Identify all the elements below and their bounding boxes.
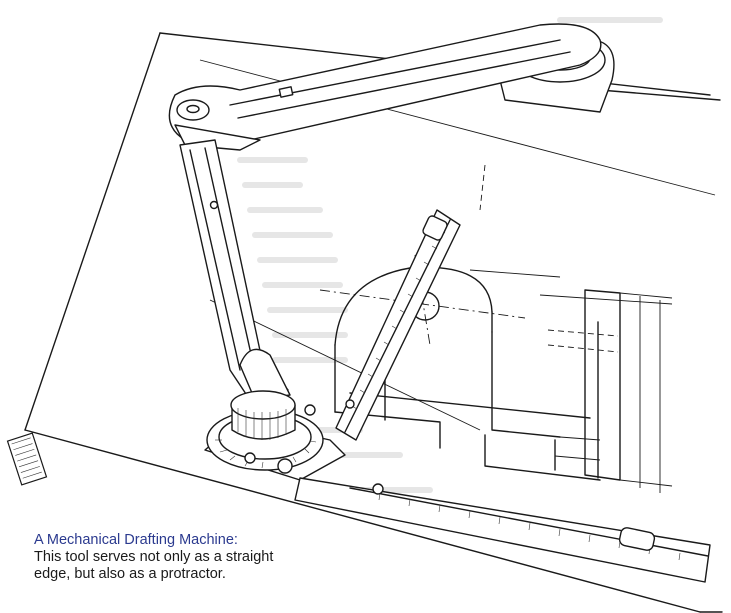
locking-screw[interactable] — [277, 458, 293, 474]
elbow-pivot — [176, 99, 210, 121]
knurled-knob[interactable] — [230, 390, 296, 420]
protractor-head — [204, 390, 346, 481]
caption-body-line-1: This tool serves not only as a straight — [34, 549, 274, 565]
technical-drawing — [319, 164, 673, 493]
index-lever[interactable] — [244, 452, 256, 464]
caption-body: This tool serves not only as a straight … — [34, 549, 334, 583]
drafting-machine-upper-arm — [168, 23, 615, 151]
drafting-machine-lower-arm — [179, 139, 291, 401]
arm-clamp — [278, 86, 294, 98]
drafting-board — [24, 32, 723, 613]
caption-body-line-2: edge, but also as a protractor. — [34, 566, 226, 582]
scale-rivet — [345, 399, 355, 409]
arm-rivet — [209, 200, 219, 210]
caption-title: A Mechanical Drafting Machine: — [34, 532, 238, 548]
scale-joint-screw — [372, 483, 384, 495]
horizontal-scale — [294, 477, 711, 583]
vertical-scale-clip[interactable] — [422, 215, 449, 242]
vertical-scale — [335, 209, 461, 441]
side-knob[interactable] — [304, 404, 316, 416]
figure-caption: A Mechanical Drafting Machine: This tool… — [34, 532, 334, 583]
horizontal-scale-clip[interactable] — [618, 527, 656, 552]
brush-icon — [6, 432, 48, 486]
